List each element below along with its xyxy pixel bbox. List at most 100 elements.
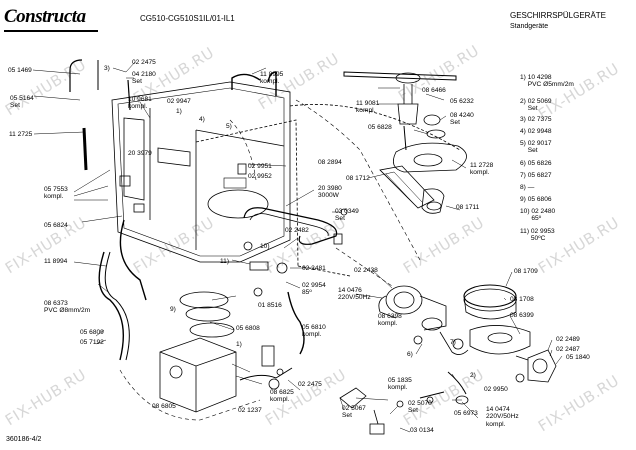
part-callout: 08 6399 bbox=[510, 312, 534, 319]
circulation-pump bbox=[378, 285, 469, 405]
routing-lines bbox=[119, 99, 421, 421]
legend-number: 4) bbox=[520, 128, 526, 135]
part-callout: 3) bbox=[104, 65, 110, 72]
part-callout: 05 6973 bbox=[454, 410, 478, 417]
small-parts bbox=[237, 163, 348, 297]
legend-entry: 9) 05 6806 bbox=[520, 196, 552, 203]
legend-number: 2) bbox=[520, 98, 526, 105]
part-callout: 01 8516 bbox=[258, 302, 282, 309]
part-callout: 02 9951 bbox=[248, 163, 272, 170]
legend-entry: 4) 02 9948 bbox=[520, 128, 552, 135]
part-callout: 04 2180 Set bbox=[132, 71, 156, 86]
part-callout: 05 5164 Set bbox=[10, 95, 34, 110]
legend-entry: 3) 02 7375 bbox=[520, 116, 552, 123]
legend-text: 05 6826 bbox=[527, 160, 552, 167]
part-callout: 05 1469 bbox=[8, 67, 32, 74]
part-callout: 05 6808 bbox=[236, 325, 260, 332]
part-callout: 1) bbox=[176, 108, 182, 115]
part-callout: 05 1840 bbox=[566, 354, 590, 361]
part-callout: 05 7192 bbox=[80, 339, 104, 346]
legend-text: 02 7375 bbox=[527, 116, 552, 123]
part-callout: 08 1708 bbox=[510, 296, 534, 303]
part-callout: 05 6810 kompl. bbox=[302, 324, 326, 339]
part-callout: 11 8994 bbox=[44, 258, 68, 265]
part-callout: 5) bbox=[226, 123, 232, 130]
part-callout: 02 9950 bbox=[484, 386, 508, 393]
drain-pump bbox=[515, 349, 557, 383]
connector-parts bbox=[339, 387, 445, 435]
part-callout: 9) bbox=[170, 306, 176, 313]
legend-number: 9) bbox=[520, 196, 526, 203]
legend-number: 8) bbox=[520, 184, 526, 191]
part-callout: 11) bbox=[220, 258, 230, 265]
part-callout: 08 6825 kompl. bbox=[270, 389, 294, 404]
legend-text: 02 9948 bbox=[527, 128, 552, 135]
part-callout: 11 9081 kompl. bbox=[356, 100, 380, 115]
legend-text: 05 6806 bbox=[527, 196, 552, 203]
spray-arm-lower bbox=[379, 142, 467, 214]
part-callout: 05 6809 bbox=[80, 329, 104, 336]
part-callout: 1) bbox=[236, 341, 242, 348]
part-callout: 11 8995 kompl. bbox=[260, 71, 284, 86]
part-callout: 7) bbox=[450, 339, 456, 346]
legend-entry: 8) — bbox=[520, 184, 534, 191]
legend-number: 5) bbox=[520, 140, 526, 147]
legend-text: 02 5069 Set bbox=[527, 98, 552, 113]
part-callout: 02 1237 bbox=[238, 407, 262, 414]
legend-text: 10 4298 PVC Ø5mm/2m bbox=[527, 74, 574, 89]
model-number: CG510-CG510S1IL/01-IL1 bbox=[140, 14, 235, 23]
legend-entry: 11) 02 9953 50ºC bbox=[520, 228, 555, 243]
legend-number: 3) bbox=[520, 116, 526, 123]
legend-entry: 10) 02 2480 65º bbox=[520, 208, 555, 223]
legend-entry: 1) 10 4298 PVC Ø5mm/2m bbox=[520, 74, 574, 89]
spray-arm-upper bbox=[343, 71, 457, 151]
part-callout: 08 1711 bbox=[456, 204, 480, 211]
legend-number: 10) bbox=[520, 208, 530, 215]
part-callout: 14 0476 220V/50Hz bbox=[338, 287, 371, 302]
part-callout: 05 6824 bbox=[44, 222, 68, 229]
part-callout: 02 2489 bbox=[556, 336, 580, 343]
hoses bbox=[69, 59, 305, 361]
heater-element bbox=[243, 207, 338, 245]
part-callout: 05 6232 bbox=[450, 98, 474, 105]
part-callout: 11 2725 bbox=[9, 131, 33, 138]
part-callout: 08 2894 bbox=[318, 159, 342, 166]
document-id: 360186-4/2 bbox=[6, 436, 42, 443]
part-callout: 4) bbox=[199, 116, 205, 123]
part-callout: 02 2475 bbox=[132, 59, 156, 66]
subcategory-title: Standgeräte bbox=[510, 23, 549, 30]
part-callout: 02 2475 bbox=[298, 381, 322, 388]
brand-logo: Constructa bbox=[4, 6, 86, 27]
part-callout: 02 5070 Set bbox=[408, 400, 432, 415]
part-callout: 02 9954 85º bbox=[302, 282, 326, 297]
category-title: GESCHIRRSPÜLGERÄTE bbox=[510, 11, 607, 20]
legend-text: 02 9017 Set bbox=[527, 140, 552, 155]
part-callout: 08 4240 Set bbox=[450, 112, 474, 127]
part-callout: 6) bbox=[407, 351, 413, 358]
part-callout: 02 2482 bbox=[285, 227, 309, 234]
part-callout: 08 6805 bbox=[152, 403, 176, 410]
part-callout: 02 5067 Set bbox=[342, 405, 366, 420]
filter-rings bbox=[463, 284, 531, 355]
part-callout: 05 7553 kompl. bbox=[44, 186, 68, 201]
legend-text: 02 9953 50ºC bbox=[530, 228, 555, 243]
part-callout: 08 6398 kompl. bbox=[378, 313, 402, 328]
part-callout: 05 6828 bbox=[368, 124, 392, 131]
part-callout: 02 9947 bbox=[167, 98, 191, 105]
part-callout: 10) bbox=[260, 243, 270, 250]
part-callout: 08 6373 PVC Ø8mm/2m bbox=[44, 300, 91, 315]
legend-number: 6) bbox=[520, 160, 526, 167]
part-callout: 05 1835 kompl. bbox=[388, 377, 412, 392]
part-callout: 20 3980 3000W bbox=[318, 185, 342, 200]
part-callout: 03 0134 bbox=[410, 427, 434, 434]
legend-number: 7) bbox=[520, 172, 526, 179]
legend-text: 02 2480 65º bbox=[531, 208, 556, 223]
part-callout: 08 1712 bbox=[346, 175, 370, 182]
part-callout: 02 2481 bbox=[302, 265, 326, 272]
part-callout: 08 6466 bbox=[422, 87, 446, 94]
legend-number: 1) bbox=[520, 74, 526, 81]
legend-entry: 6) 05 6826 bbox=[520, 160, 552, 167]
legend-entry: 5) 02 9017 Set bbox=[520, 140, 552, 155]
